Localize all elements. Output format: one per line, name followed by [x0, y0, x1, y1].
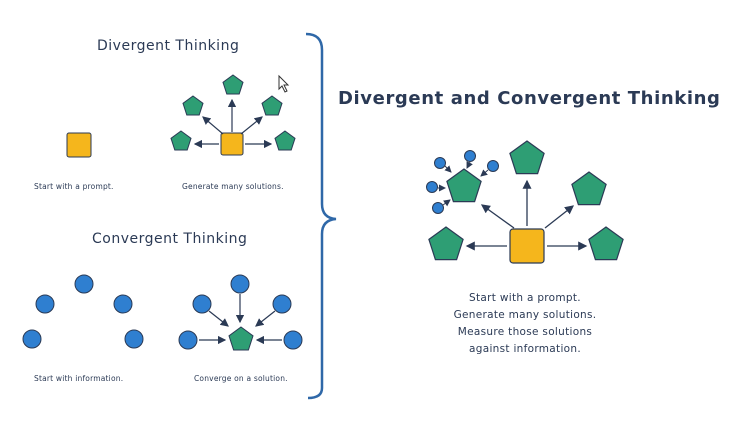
prompt-square-combined	[509, 228, 545, 264]
combined-line-2: Generate many solutions.	[453, 309, 597, 321]
combined-line-4: against information.	[469, 343, 581, 355]
solution-pentagon	[571, 171, 607, 206]
arrow	[480, 204, 515, 229]
arrow	[544, 205, 575, 229]
convergent-caption-left: Start with information.	[34, 374, 124, 383]
information-dot	[192, 294, 212, 314]
solution-pentagon	[182, 95, 204, 116]
arrow	[444, 165, 452, 173]
solution-pentagon	[274, 130, 296, 151]
divergent-title: Divergent Thinking	[97, 38, 240, 54]
solution-pentagon	[428, 226, 464, 261]
arrow	[240, 116, 263, 135]
combined-description: Start with a prompt. Generate many solut…	[440, 290, 610, 358]
information-dots-group	[22, 274, 144, 349]
information-dot	[464, 150, 476, 162]
solution-pentagon	[446, 168, 482, 203]
information-dot	[487, 160, 499, 172]
divergent-caption-left: Start with a prompt.	[34, 182, 114, 191]
combined-line-1: Start with a prompt.	[469, 292, 581, 304]
information-dot	[74, 274, 94, 294]
prompt-square	[66, 132, 92, 158]
combined-diagram	[426, 140, 624, 264]
information-dot	[272, 294, 292, 314]
solution-pentagon	[509, 140, 545, 175]
information-dot	[113, 294, 133, 314]
prompt-square-center	[220, 132, 244, 156]
solution-pentagon	[222, 74, 244, 95]
convergent-caption-right: Converge on a solution.	[194, 374, 288, 383]
divergent-generate-group	[170, 74, 296, 156]
information-dot	[124, 329, 144, 349]
information-dot	[434, 157, 446, 169]
mouse-cursor-icon	[278, 74, 290, 93]
solution-pentagon	[261, 95, 283, 116]
information-dot	[35, 294, 55, 314]
curly-brace	[305, 32, 337, 400]
information-dot	[432, 202, 444, 214]
divergent-caption-right: Generate many solutions.	[182, 182, 284, 191]
solution-pentagon	[588, 226, 624, 261]
information-dot	[230, 274, 250, 294]
combined-title: Divergent and Convergent Thinking	[338, 88, 721, 109]
arrow	[480, 169, 489, 177]
information-dot	[426, 181, 438, 193]
arrow	[255, 310, 276, 327]
information-dot	[283, 330, 303, 350]
arrow	[466, 161, 473, 169]
solution-pentagon	[170, 130, 192, 151]
combined-line-3: Measure those solutions	[457, 326, 593, 338]
arrow	[208, 310, 229, 327]
arrow	[442, 199, 451, 207]
information-dot	[22, 329, 42, 349]
information-dot	[178, 330, 198, 350]
convergent-title: Convergent Thinking	[92, 231, 248, 247]
solution-pentagon	[228, 326, 254, 351]
arrow	[202, 116, 224, 135]
convergent-solution-group	[178, 274, 303, 351]
